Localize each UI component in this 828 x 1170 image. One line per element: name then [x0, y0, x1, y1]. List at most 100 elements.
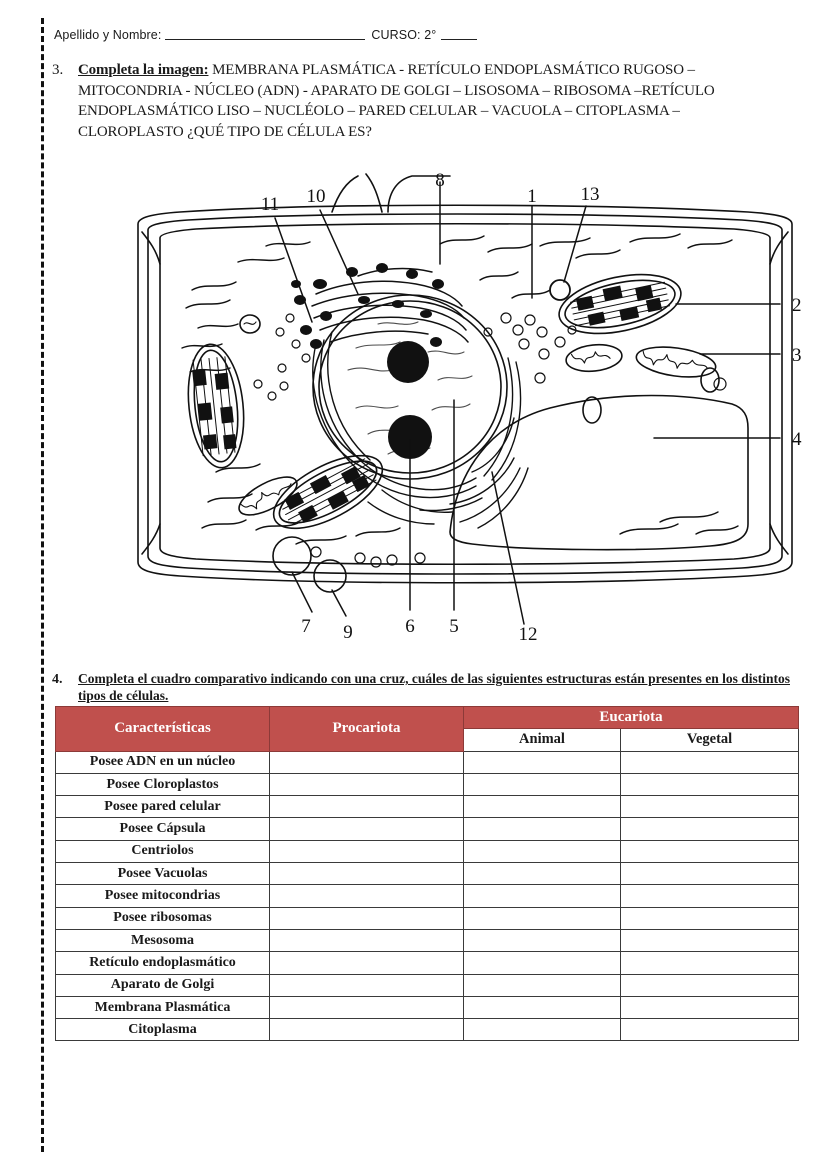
feature-label: Posee pared celular: [55, 795, 270, 819]
mark-cell-vegetal[interactable]: [619, 973, 800, 997]
table-row: Posee Cloroplastos: [55, 772, 800, 797]
diagram-label-9: 9: [343, 622, 353, 642]
feature-label: Retículo endoplasmático: [55, 951, 270, 975]
diagram-label-13: 13: [581, 184, 600, 205]
diagram-label-12: 12: [519, 624, 538, 642]
mark-cell-animal[interactable]: [463, 772, 621, 797]
mark-cell-animal[interactable]: [463, 817, 621, 841]
worksheet-page: Apellido y Nombre: CURSO: 2° 3. Completa …: [52, 0, 804, 1170]
diagram-label-7: 7: [301, 616, 311, 637]
diagram-label-8: 8: [435, 172, 445, 191]
plant-cell-illustration: 11 10 8 1 13 2 3 4 7 9 6 5 12: [137, 172, 802, 642]
feature-label: Posee ribosomas: [55, 906, 270, 930]
mark-cell-prokaryote[interactable]: [269, 951, 464, 975]
header-vegetal: Vegetal: [619, 728, 800, 752]
mark-cell-prokaryote[interactable]: [269, 995, 464, 1020]
diagram-label-2: 2: [792, 295, 802, 316]
mark-cell-vegetal[interactable]: [619, 862, 800, 886]
mark-cell-prokaryote[interactable]: [269, 817, 464, 841]
feature-label: Centriolos: [55, 839, 270, 864]
mark-cell-vegetal[interactable]: [619, 928, 800, 953]
table-row: Posee ADN en un núcleo: [55, 750, 800, 774]
mark-cell-prokaryote[interactable]: [269, 839, 464, 864]
mark-cell-vegetal[interactable]: [619, 795, 800, 819]
mark-cell-prokaryote[interactable]: [269, 884, 464, 908]
feature-label: Posee ADN en un núcleo: [55, 750, 270, 774]
name-label: Apellido y Nombre:: [54, 28, 162, 42]
header-eucariota: Eucariota: [462, 705, 800, 730]
mark-cell-vegetal[interactable]: [619, 1018, 800, 1042]
mark-cell-vegetal[interactable]: [619, 817, 800, 841]
header-procariota: Procariota: [269, 706, 464, 752]
diagram-label-10: 10: [307, 186, 326, 207]
diagram-label-5: 5: [449, 616, 459, 637]
question-3-body: Completa la imagen: MEMBRANA PLASMÁTICA …: [78, 60, 752, 142]
mark-cell-animal[interactable]: [463, 973, 621, 997]
table-row: Posee Cápsula: [55, 817, 800, 841]
mark-cell-animal[interactable]: [463, 995, 621, 1020]
mark-cell-animal[interactable]: [463, 862, 621, 886]
table-row: Centriolos: [55, 839, 800, 864]
course-blank-field[interactable]: [441, 39, 478, 40]
question-4-text: Completa el cuadro comparativo indicando…: [78, 671, 790, 703]
name-blank-field[interactable]: [165, 39, 366, 40]
table-row: Posee ribosomas: [55, 906, 800, 930]
table-head: Características Procariota Eucariota Ani…: [55, 705, 800, 752]
mark-cell-vegetal[interactable]: [619, 839, 800, 864]
table-row: Posee mitocondrias: [55, 884, 800, 908]
mark-cell-prokaryote[interactable]: [269, 795, 464, 819]
mark-cell-vegetal[interactable]: [619, 906, 800, 930]
cell-comparison-table: Características Procariota Eucariota Ani…: [55, 705, 800, 1042]
mark-cell-animal[interactable]: [463, 750, 621, 774]
mark-cell-prokaryote[interactable]: [269, 772, 464, 797]
question-3-text: MEMBRANA PLASMÁTICA - RETÍCULO ENDOPLASM…: [78, 62, 715, 140]
feature-label: Citoplasma: [55, 1018, 270, 1042]
table-header-row-2: Animal Vegetal: [56, 728, 800, 752]
feature-label: Membrana Plasmática: [55, 995, 270, 1020]
feature-label: Posee Vacuolas: [55, 862, 270, 886]
diagram-label-11: 11: [261, 194, 279, 215]
mark-cell-animal[interactable]: [463, 884, 621, 908]
table-row: Citoplasma: [55, 1018, 800, 1042]
mark-cell-prokaryote[interactable]: [269, 750, 464, 774]
question-3-lead: Completa la imagen:: [78, 62, 209, 78]
feature-label: Aparato de Golgi: [55, 973, 270, 997]
table-row: Membrana Plasmática: [55, 995, 800, 1020]
mark-cell-prokaryote[interactable]: [269, 928, 464, 953]
mark-cell-vegetal[interactable]: [619, 884, 800, 908]
mark-cell-animal[interactable]: [463, 1018, 621, 1042]
header-animal: Animal: [463, 728, 621, 752]
question-3: 3. Completa la imagen: MEMBRANA PLASMÁTI…: [52, 60, 752, 142]
mark-cell-animal[interactable]: [463, 795, 621, 819]
mark-cell-animal[interactable]: [463, 906, 621, 930]
plant-cell-diagram: 11 10 8 1 13 2 3 4 7 9 6 5 12: [120, 172, 810, 642]
feature-label: Posee Cápsula: [55, 817, 270, 841]
table-header-row-1: Características Procariota Eucariota: [55, 705, 800, 752]
mark-cell-vegetal[interactable]: [619, 995, 800, 1020]
mark-cell-prokaryote[interactable]: [269, 973, 464, 997]
diagram-label-6: 6: [405, 616, 415, 637]
student-header-line: Apellido y Nombre: CURSO: 2°: [54, 28, 478, 42]
course-label: CURSO: 2°: [371, 28, 437, 42]
table-row: Mesosoma: [55, 928, 800, 953]
mark-cell-prokaryote[interactable]: [269, 1018, 464, 1042]
diagram-label-4: 4: [792, 429, 802, 450]
table-row: Aparato de Golgi: [55, 973, 800, 997]
mark-cell-prokaryote[interactable]: [269, 906, 464, 930]
feature-label: Mesosoma: [55, 928, 270, 953]
question-3-number: 3.: [52, 62, 64, 78]
mark-cell-vegetal[interactable]: [619, 951, 800, 975]
mark-cell-prokaryote[interactable]: [269, 862, 464, 886]
diagram-label-1: 1: [527, 186, 537, 207]
table-row: Posee pared celular: [55, 795, 800, 819]
mark-cell-vegetal[interactable]: [619, 772, 800, 797]
mark-cell-animal[interactable]: [463, 928, 621, 953]
mark-cell-animal[interactable]: [463, 839, 621, 864]
feature-label: Posee Cloroplastos: [55, 772, 270, 797]
feature-label: Posee mitocondrias: [55, 884, 270, 908]
header-caracteristicas: Características: [55, 706, 270, 752]
mark-cell-vegetal[interactable]: [619, 750, 800, 774]
question-4: 4. Completa el cuadro comparativo indica…: [52, 670, 800, 704]
mark-cell-animal[interactable]: [463, 951, 621, 975]
